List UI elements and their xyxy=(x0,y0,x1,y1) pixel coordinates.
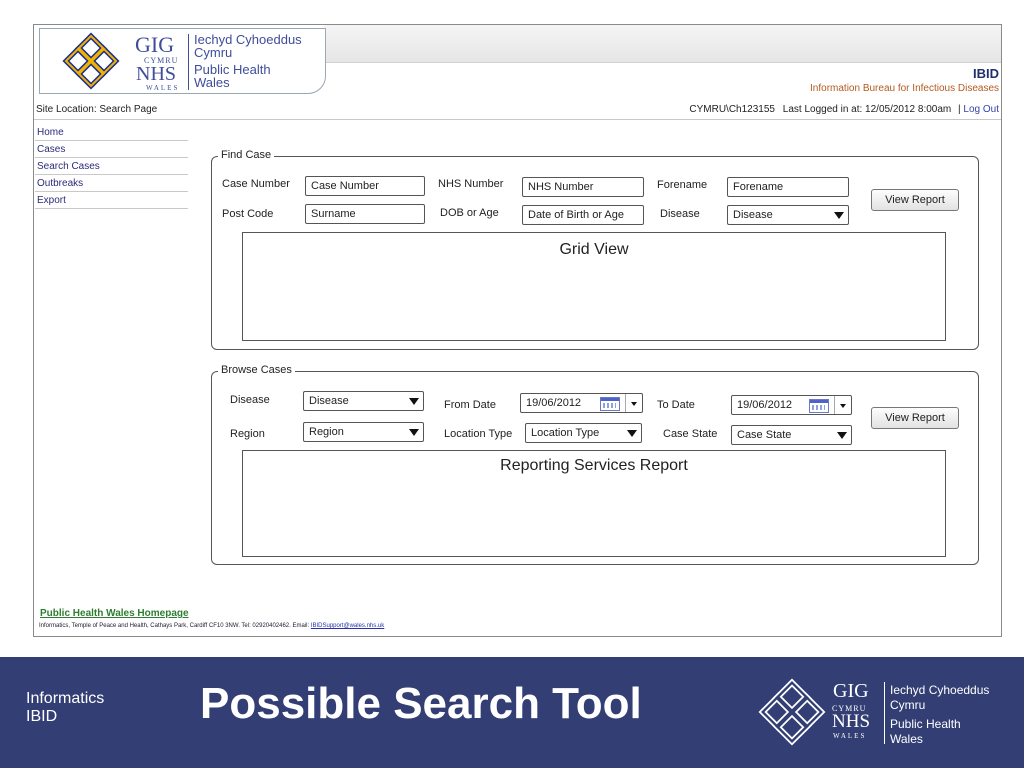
slide-section-label: Informatics IBID xyxy=(26,690,104,726)
case-number-label: Case Number xyxy=(222,178,290,190)
org-name-line-2: Cymru xyxy=(194,45,233,60)
browse-cases-fieldset: Browse Cases Disease Disease From Date 1… xyxy=(211,364,979,565)
app-name: IBID xyxy=(973,66,999,81)
grid-view-panel: Grid View xyxy=(242,232,946,341)
find-case-legend: Find Case xyxy=(218,149,275,161)
band-org-line-3: Public Health xyxy=(890,717,961,731)
nav-item-export[interactable]: Export xyxy=(35,192,188,209)
chevron-down-icon xyxy=(840,404,846,408)
case-number-input[interactable]: Case Number xyxy=(305,176,425,196)
browse-disease-select[interactable]: Disease xyxy=(303,391,424,411)
phw-logo: GIG CYMRU NHS WALES Iechyd Cyhoeddus Cym… xyxy=(39,28,326,94)
nav-item-home[interactable]: Home xyxy=(35,124,188,141)
nhs-text: NHS xyxy=(136,63,177,85)
band-gig-text: GIG xyxy=(833,680,869,702)
username: CYMRU\Ch123155 xyxy=(689,104,775,115)
region-select[interactable]: Region xyxy=(303,422,424,442)
grid-view-title: Grid View xyxy=(559,241,629,258)
reporting-services-panel: Reporting Services Report xyxy=(242,450,946,557)
post-code-label: Post Code xyxy=(222,208,274,220)
cymru-text: CYMRU xyxy=(144,56,179,65)
chevron-down-icon xyxy=(409,398,419,405)
location-type-label: Location Type xyxy=(444,428,513,440)
band-org-line-4: Wales xyxy=(890,732,923,746)
band-phw-logo: GIG CYMRU NHS WALES Iechyd Cyhoeddus Cym… xyxy=(758,676,1018,752)
app-subtitle: Information Bureau for Infectious Diseas… xyxy=(810,83,999,94)
slide-title: Possible Search Tool xyxy=(200,679,642,728)
location-type-value: Location Type xyxy=(531,427,600,439)
case-state-label: Case State xyxy=(663,428,718,440)
org-name-line-4: Wales xyxy=(194,75,230,90)
band-org-line-2: Cymru xyxy=(890,698,926,712)
find-case-view-report-button[interactable]: View Report xyxy=(871,189,959,211)
from-date-value: 19/06/2012 xyxy=(526,397,582,409)
chevron-down-icon xyxy=(409,429,419,436)
site-location: Site Location: Search Page xyxy=(36,104,158,115)
to-date-picker[interactable]: 19/06/2012 xyxy=(731,395,852,415)
location-bar: Site Location: Search Page CYMRU\Ch12315… xyxy=(34,101,1001,120)
band-wales-text: WALES xyxy=(833,732,867,740)
forename-label: Forename xyxy=(657,179,708,191)
nhs-number-label: NHS Number xyxy=(438,178,504,190)
wales-text: WALES xyxy=(146,84,180,92)
case-state-value: Case State xyxy=(737,429,792,441)
case-state-select[interactable]: Case State xyxy=(731,425,852,445)
dob-input[interactable]: Date of Birth or Age xyxy=(522,205,644,225)
slide-section-line-2: IBID xyxy=(26,708,58,725)
post-code-input[interactable]: Surname xyxy=(305,204,425,224)
disease-select[interactable]: Disease xyxy=(727,205,849,225)
chevron-down-icon xyxy=(837,432,847,439)
find-case-fieldset: Find Case Case Number Case Number NHS Nu… xyxy=(211,149,979,350)
celtic-knot-icon xyxy=(62,32,120,90)
calendar-icon[interactable] xyxy=(600,397,620,411)
logo-divider xyxy=(188,34,189,90)
org-name-line-1: Iechyd Cyhoeddus xyxy=(194,32,302,47)
footer-address: Informatics, Temple of Peace and Health,… xyxy=(39,623,310,629)
band-cymru-text: CYMRU xyxy=(832,704,867,713)
band-logo-divider xyxy=(884,682,885,744)
sidebar-nav: Home Cases Search Cases Outbreaks Export xyxy=(35,124,188,209)
location-type-select[interactable]: Location Type xyxy=(525,423,642,443)
slide-section-line-1: Informatics xyxy=(26,690,105,707)
browse-cases-legend: Browse Cases xyxy=(218,364,295,376)
separator: | xyxy=(958,104,961,115)
nav-item-outbreaks[interactable]: Outbreaks xyxy=(35,175,188,192)
region-value: Region xyxy=(309,426,344,438)
region-label: Region xyxy=(230,428,265,440)
band-org-line-1: Iechyd Cyhoeddus xyxy=(890,683,990,697)
chevron-down-icon xyxy=(834,212,844,219)
footer-info: Informatics, Temple of Peace and Health,… xyxy=(39,623,384,629)
forename-input[interactable]: Forename xyxy=(727,177,849,197)
from-date-picker[interactable]: 19/06/2012 xyxy=(520,393,643,413)
homepage-link[interactable]: Public Health Wales Homepage xyxy=(40,608,189,619)
nav-item-cases[interactable]: Cases xyxy=(35,141,188,158)
slide-footer-band xyxy=(0,657,1024,768)
chevron-down-icon xyxy=(631,402,637,406)
disease-label: Disease xyxy=(660,208,700,220)
browse-disease-value: Disease xyxy=(309,395,349,407)
session-info: CYMRU\Ch123155 Last Logged in at: 12/05/… xyxy=(689,104,999,115)
chevron-down-icon xyxy=(627,430,637,437)
org-name-line-3: Public Health xyxy=(194,62,271,77)
to-date-value: 19/06/2012 xyxy=(737,399,793,411)
celtic-knot-icon xyxy=(758,678,826,746)
gig-text: GIG xyxy=(135,32,175,57)
nhs-number-input[interactable]: NHS Number xyxy=(522,177,644,197)
app-window: GIG CYMRU NHS WALES Iechyd Cyhoeddus Cym… xyxy=(33,24,1002,637)
nav-item-search-cases[interactable]: Search Cases xyxy=(35,158,188,175)
browse-disease-label: Disease xyxy=(230,394,270,406)
header-band xyxy=(324,25,1001,63)
browse-view-report-button[interactable]: View Report xyxy=(871,407,959,429)
calendar-icon[interactable] xyxy=(809,399,829,413)
support-email-link[interactable]: IBIDSupport@wales.nhs.uk xyxy=(310,623,385,629)
logout-link[interactable]: Log Out xyxy=(963,104,999,115)
disease-select-value: Disease xyxy=(733,209,773,221)
from-date-label: From Date xyxy=(444,399,496,411)
last-logged: Last Logged in at: 12/05/2012 8:00am xyxy=(782,104,952,115)
band-nhs-text: NHS xyxy=(832,711,871,732)
to-date-label: To Date xyxy=(657,399,695,411)
reporting-services-title: Reporting Services Report xyxy=(500,457,688,474)
dob-label: DOB or Age xyxy=(440,207,499,219)
